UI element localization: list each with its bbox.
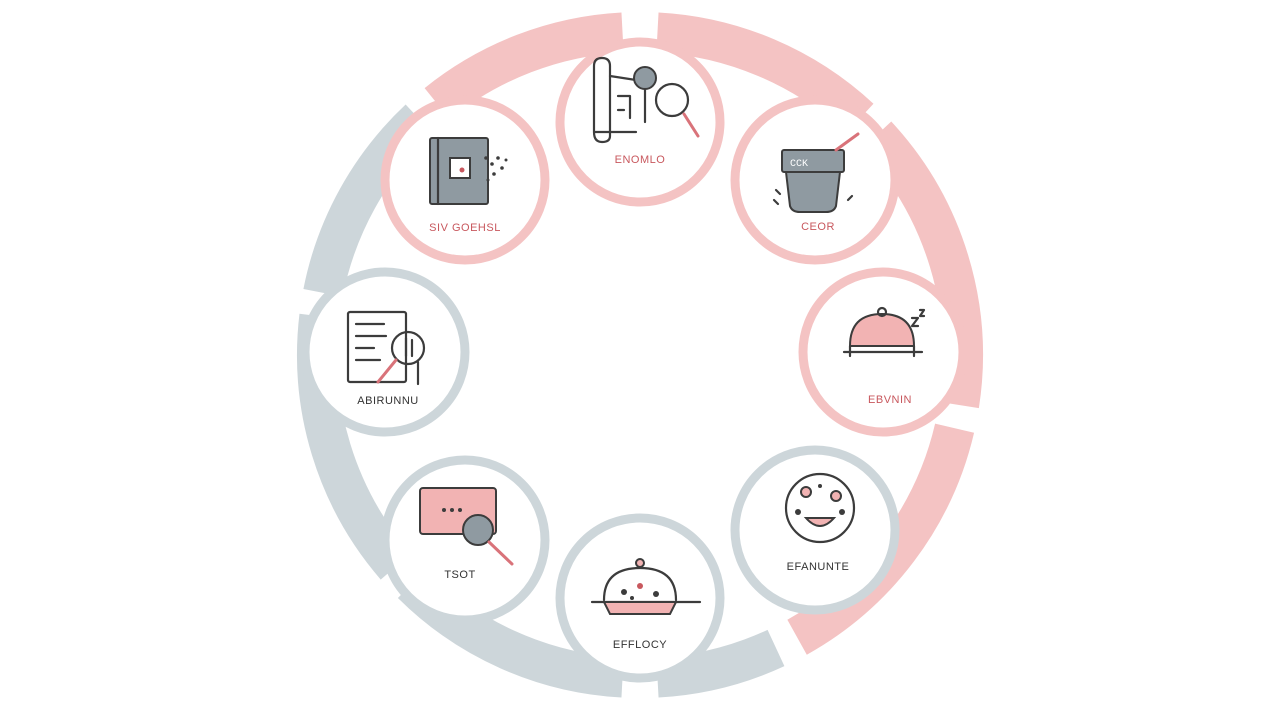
ring-segment-3 — [787, 423, 975, 655]
node-left: ABIRUNNU — [300, 267, 470, 437]
node-lower-left-label: TSOT — [444, 569, 475, 581]
node-bottom: EFFLOCY — [555, 513, 725, 683]
node-right: EBVNIN — [798, 267, 968, 437]
node-top-label: ENOMLO — [615, 154, 666, 166]
node-upper-right: CCK CEOR — [730, 95, 900, 265]
node-upper-left: SIV GOEHSL — [380, 95, 550, 265]
node-top-circle — [555, 37, 725, 207]
node-top: ENOMLO — [555, 37, 725, 207]
ring-segment-8 — [424, 12, 624, 120]
screen-magnifier-icon — [419, 487, 514, 566]
pot-lid-glyph: CCK — [790, 159, 808, 170]
document-magnifier-icon — [346, 310, 426, 386]
node-lower-right-label: EFANUNTE — [787, 561, 850, 573]
node-left-label: ABIRUNNU — [357, 395, 418, 407]
blueprint-magnifier-icon — [592, 56, 700, 144]
node-upper-right-label: CEOR — [801, 221, 835, 233]
node-right-label: EBVNIN — [868, 394, 912, 406]
node-bottom-label: EFFLOCY — [613, 639, 667, 651]
node-bottom-circle — [555, 513, 725, 683]
smiley-face-icon — [784, 472, 856, 544]
node-lower-left: TSOT — [380, 455, 550, 625]
covered-dish-icon — [590, 558, 702, 615]
cooking-pot-icon: CCK — [772, 132, 860, 213]
node-lower-left-circle — [380, 455, 550, 625]
node-lower-right-circle — [730, 445, 900, 615]
serving-cloche-icon — [842, 306, 926, 358]
node-left-circle — [300, 267, 470, 437]
book-scatter-icon — [429, 136, 508, 206]
outer-ring — [297, 12, 983, 698]
node-lower-right: EFANUNTE — [730, 445, 900, 615]
node-upper-left-label: SIV GOEHSL — [429, 222, 501, 234]
